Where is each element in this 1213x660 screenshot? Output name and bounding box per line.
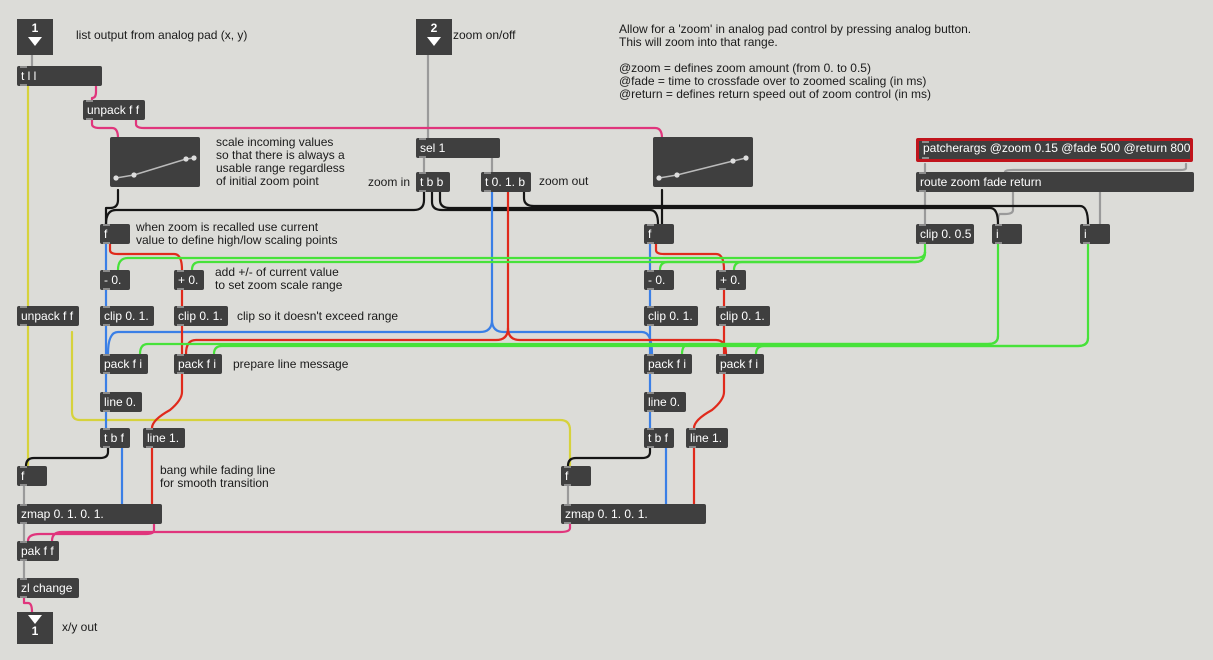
float-bottom-left[interactable]: f [17,466,47,486]
comment-zoom-onoff: zoom on/off [453,28,516,42]
float-left[interactable]: f [100,224,130,244]
comment-scale-incoming: scale incoming values so that there is a… [216,135,345,188]
zl-change[interactable]: zl change [17,578,79,598]
clip-zoom[interactable]: clip 0. 0.5 [916,224,974,244]
function-table-left[interactable] [110,137,200,187]
outlet-1[interactable]: 1 [17,612,53,644]
minus-left[interactable]: - 0. [100,270,130,290]
pack-right-1[interactable]: pack f i [644,354,692,374]
function-curve-icon [656,155,749,181]
comment-add-plus-minus: add +/- of current value to set zoom sca… [215,265,343,292]
outlet-arrow-icon [28,615,42,624]
comment-list-output: list output from analog pad (x, y) [76,28,248,42]
pack-left-1[interactable]: pack f i [100,354,148,374]
pak-ff[interactable]: pak f f [17,541,59,561]
zmap-right[interactable]: zmap 0. 1. 0. 1. [561,504,706,524]
inlet-arrow-icon [28,37,42,46]
plus-left[interactable]: + 0. [174,270,204,290]
float-bottom-right[interactable]: f [561,466,591,486]
unpack-left[interactable]: unpack f f [17,306,79,326]
int-return[interactable]: i [1080,224,1110,244]
inlet-arrow-icon [427,37,441,46]
line-one-right[interactable]: line 1. [686,428,728,448]
trigger-tll[interactable]: t l l [17,66,102,86]
outlet-1-number: 1 [31,624,39,638]
sel-1[interactable]: sel 1 [416,138,500,158]
function-curve-icon [113,155,197,181]
line-float-left[interactable]: line 0. [100,392,142,412]
clip-right-2[interactable]: clip 0. 1. [716,306,770,326]
trigger-tbf-right[interactable]: t b f [644,428,674,448]
trigger-t01b[interactable]: t 0. 1. b [481,172,531,192]
inlet-1-number: 1 [31,21,39,35]
line-one-left[interactable]: line 1. [143,428,185,448]
comment-zoom-in: zoom in [368,175,411,189]
inlet-2-number: 2 [430,21,438,35]
clip-right-1[interactable]: clip 0. 1. [644,306,698,326]
route-zoom-fade-return[interactable]: route zoom fade return [916,172,1194,192]
clip-left-1[interactable]: clip 0. 1. [100,306,154,326]
unpack-top[interactable]: unpack f f [83,100,145,120]
comment-zoom-out: zoom out [539,174,589,188]
comment-when-zoom: when zoom is recalled use current value … [136,220,338,247]
patcherargs[interactable]: patcherargs @zoom 0.15 @fade 500 @return… [916,138,1193,162]
comment-description: Allow for a 'zoom' in analog pad control… [619,22,972,101]
int-fade[interactable]: i [992,224,1022,244]
plus-right[interactable]: + 0. [716,270,746,290]
comment-bang-while: bang while fading line for smooth transi… [160,463,276,490]
zmap-left[interactable]: zmap 0. 1. 0. 1. [17,504,162,524]
clip-left-2[interactable]: clip 0. 1. [174,306,228,326]
float-right[interactable]: f [644,224,674,244]
inlet-2[interactable]: 2 [416,19,452,55]
minus-right[interactable]: - 0. [644,270,674,290]
pack-left-2[interactable]: pack f i [174,354,222,374]
trigger-tbf-left[interactable]: t b f [100,428,130,448]
pack-right-2[interactable]: pack f i [716,354,764,374]
comment-clip-range: clip so it doesn't exceed range [237,309,399,323]
inlet-1[interactable]: 1 [17,19,53,55]
line-float-right[interactable]: line 0. [644,392,686,412]
trigger-tbb[interactable]: t b b [416,172,450,192]
comment-xy-out: x/y out [62,620,98,634]
comment-prepare-line: prepare line message [233,357,349,371]
function-table-right[interactable] [653,137,753,187]
